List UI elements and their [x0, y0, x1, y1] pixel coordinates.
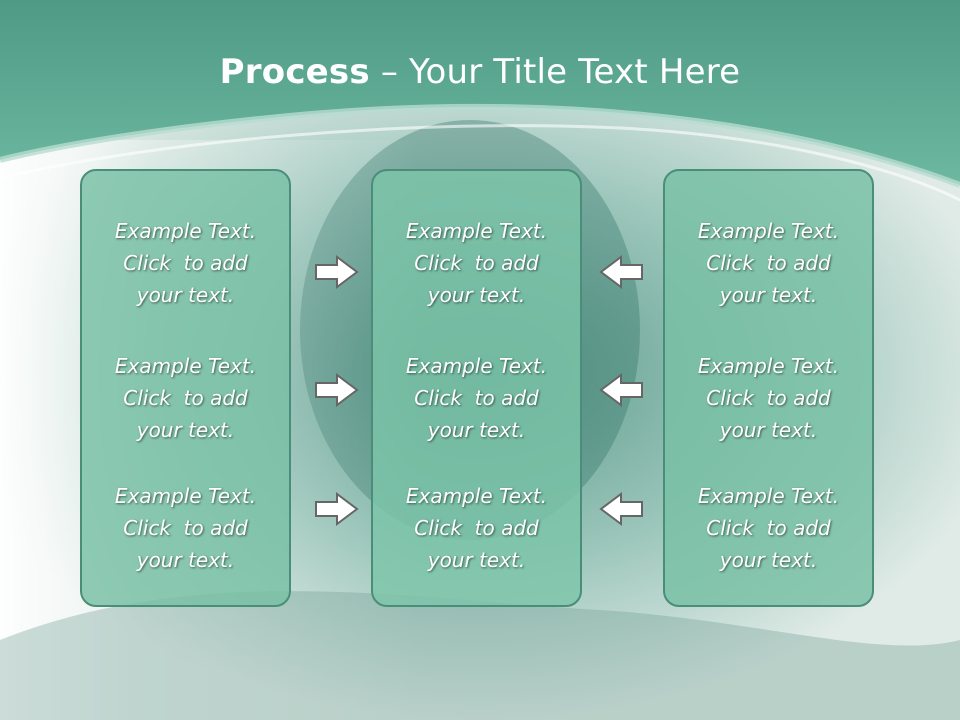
text-line: Example Text.	[405, 219, 548, 243]
text-line: your text.	[719, 283, 818, 307]
text-block[interactable]: Example Text. Click to add your text.	[665, 215, 872, 311]
text-line: Example Text.	[114, 484, 257, 508]
text-line: Example Text.	[405, 484, 548, 508]
text-line: Example Text.	[114, 354, 257, 378]
text-block[interactable]: Example Text. Click to add your text.	[665, 480, 872, 576]
text-line: Click to add	[414, 516, 539, 540]
text-line: Click to add	[123, 386, 248, 410]
text-line: Click to add	[414, 251, 539, 275]
text-line: Click to add	[706, 516, 831, 540]
arrow-right-icon	[315, 255, 359, 289]
text-block[interactable]: Example Text. Click to add your text.	[82, 215, 289, 311]
text-line: your text.	[136, 418, 235, 442]
text-line: Click to add	[706, 251, 831, 275]
arrow-left-icon	[599, 373, 643, 407]
text-line: Example Text.	[697, 484, 840, 508]
text-block[interactable]: Example Text. Click to add your text.	[373, 215, 580, 311]
slide-title: Process – Your Title Text Here	[0, 52, 960, 92]
text-line: your text.	[719, 418, 818, 442]
text-line: your text.	[136, 283, 235, 307]
text-block[interactable]: Example Text. Click to add your text.	[82, 480, 289, 576]
arrow-right-icon	[315, 492, 359, 526]
arrow-left-icon	[599, 492, 643, 526]
process-box-left[interactable]: Example Text. Click to add your text. Ex…	[80, 169, 291, 607]
text-line: Example Text.	[114, 219, 257, 243]
text-block[interactable]: Example Text. Click to add your text.	[665, 350, 872, 446]
text-line: Example Text.	[405, 354, 548, 378]
text-line: Example Text.	[697, 219, 840, 243]
text-line: your text.	[427, 418, 526, 442]
text-block[interactable]: Example Text. Click to add your text.	[373, 350, 580, 446]
arrow-right-icon	[315, 373, 359, 407]
text-block[interactable]: Example Text. Click to add your text.	[373, 480, 580, 576]
arrow-left-icon	[599, 255, 643, 289]
text-block[interactable]: Example Text. Click to add your text.	[82, 350, 289, 446]
title-rest: Your Title Text Here	[409, 52, 741, 92]
text-line: your text.	[719, 548, 818, 572]
text-line: Click to add	[414, 386, 539, 410]
text-line: Example Text.	[697, 354, 840, 378]
process-box-right[interactable]: Example Text. Click to add your text. Ex…	[663, 169, 874, 607]
text-line: your text.	[427, 283, 526, 307]
title-separator: –	[369, 52, 410, 92]
text-line: your text.	[427, 548, 526, 572]
text-line: your text.	[136, 548, 235, 572]
text-line: Click to add	[123, 251, 248, 275]
text-line: Click to add	[706, 386, 831, 410]
process-box-center[interactable]: Example Text. Click to add your text. Ex…	[371, 169, 582, 607]
title-bold: Process	[219, 52, 370, 92]
text-line: Click to add	[123, 516, 248, 540]
